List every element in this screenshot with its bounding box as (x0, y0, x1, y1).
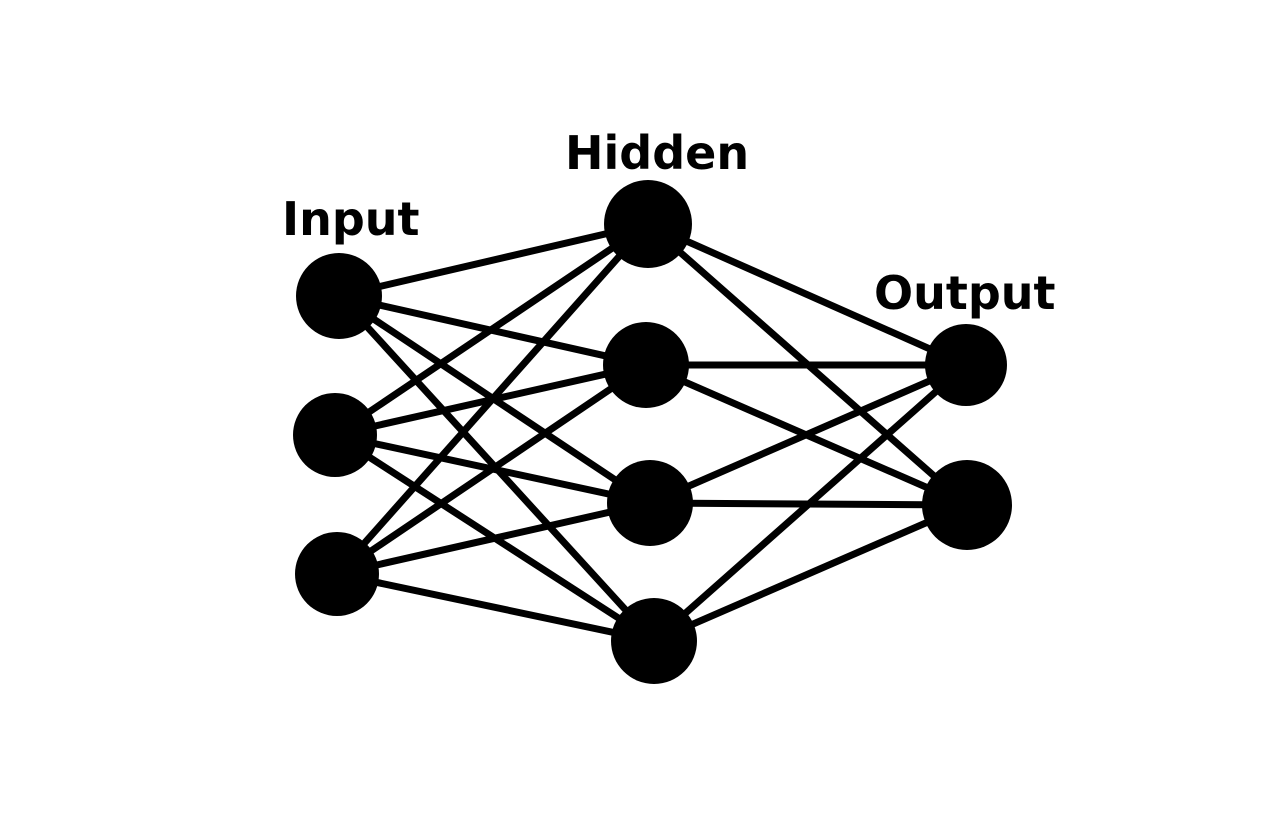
nodes (293, 180, 1012, 684)
edge-input3-hidden1 (334, 221, 651, 577)
layer-label-input: Input (282, 192, 420, 246)
input-node-2 (293, 393, 377, 477)
edge-input3-hidden3 (336, 499, 651, 578)
input-node-1 (296, 253, 382, 339)
edge-hidden1-output1 (646, 220, 968, 369)
edge-hidden4-output1 (651, 362, 969, 644)
layer-label-hidden: Hidden (565, 126, 750, 180)
hidden-node-3 (607, 460, 693, 546)
edge-hidden4-output2 (652, 501, 969, 645)
hidden-node-2 (603, 322, 689, 408)
layer-label-output: Output (874, 266, 1056, 320)
output-node-1 (925, 324, 1007, 406)
edge-input3-hidden4 (336, 570, 655, 645)
hidden-node-1 (604, 180, 692, 268)
hidden-node-4 (611, 598, 697, 684)
edge-input2-hidden1 (333, 221, 650, 438)
edges (333, 220, 970, 645)
edge-input1-hidden1 (338, 220, 649, 300)
edge-hidden3-output1 (648, 361, 968, 507)
edge-input3-hidden2 (335, 362, 648, 577)
output-node-2 (922, 460, 1012, 550)
input-node-3 (295, 532, 379, 616)
